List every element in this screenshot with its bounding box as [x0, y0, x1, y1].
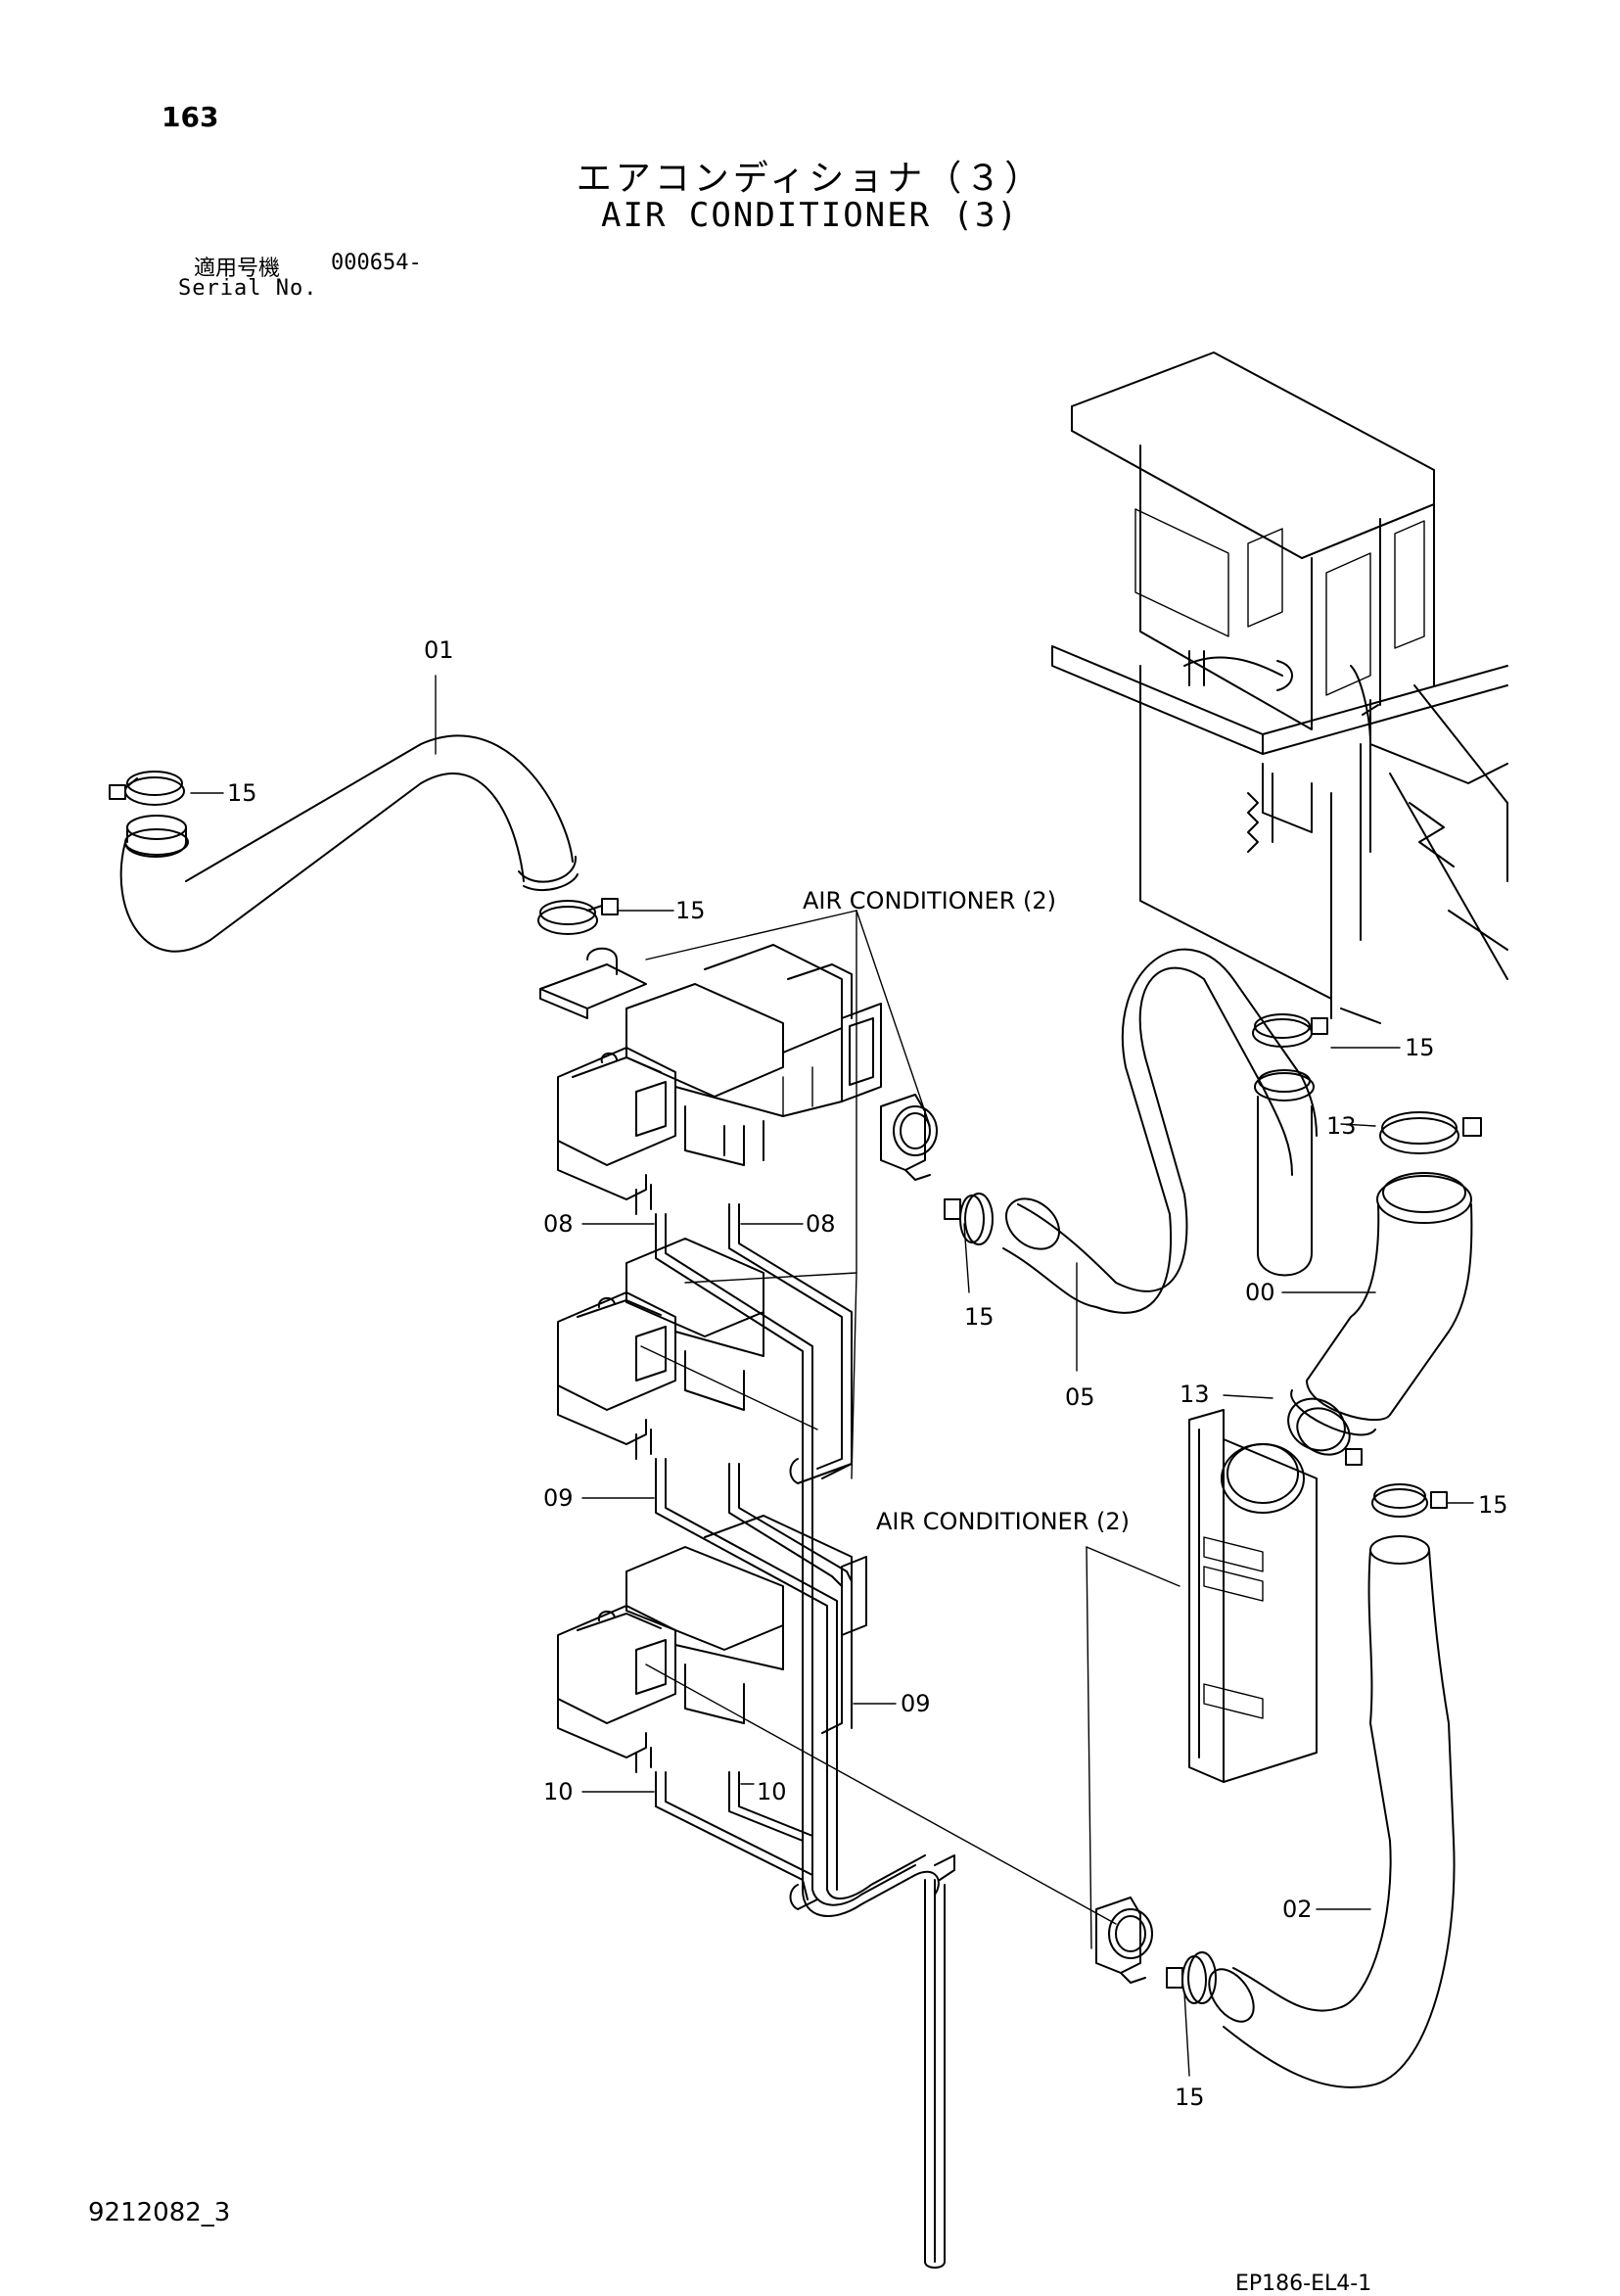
hose-clamp-a [109, 771, 185, 806]
document-code: EP186-EL4-1 [1235, 2272, 1372, 2296]
callout-05: 05 [1065, 1383, 1095, 1411]
title-english: AIR CONDITIONER (3) [601, 196, 1019, 235]
reference-air-conditioner-2-bottom: AIR CONDITIONER (2) [876, 1508, 1130, 1535]
callout-00: 00 [1245, 1279, 1275, 1306]
drain-tube-bundle [789, 1458, 955, 2269]
serial-label-english: Serial No. [178, 276, 318, 301]
callout-15-b: 15 [675, 897, 706, 924]
callout-15-c: 15 [1405, 1034, 1435, 1061]
hose-clamp-13-top [1379, 1111, 1482, 1154]
tube-08 [655, 1203, 853, 1891]
page-number: 163 [162, 101, 219, 133]
tube-10 [655, 1771, 813, 1900]
callout-13-b: 13 [1180, 1381, 1210, 1408]
duct-00 [1290, 1172, 1473, 1436]
ac-unit-top [539, 944, 882, 1215]
cab-illustration [1051, 351, 1508, 1024]
hose-clamp-b [537, 898, 619, 935]
title-japanese: エアコンディショナ（３） [576, 159, 1044, 199]
callout-15-a: 15 [227, 779, 257, 807]
callout-15-d: 15 [964, 1303, 995, 1331]
ac-unit-bottom [557, 1515, 867, 1773]
hose-05 [1002, 948, 1318, 1314]
hose-clamp-c [944, 1193, 994, 1245]
hose-clamp-d [1252, 1013, 1328, 1048]
reference-air-conditioner-2-top: AIR CONDITIONER (2) [803, 887, 1056, 914]
callout-01: 01 [424, 636, 454, 664]
hose-clamp-e [1371, 1483, 1448, 1518]
hose-01 [119, 734, 579, 953]
callout-10-left: 10 [543, 1778, 574, 1805]
drawing-number: 9212082_3 [88, 2198, 231, 2227]
serial-number-value: 000654- [331, 251, 422, 275]
callout-08-left: 08 [543, 1210, 574, 1238]
ac-duct-housing [1188, 1409, 1318, 1783]
callout-02: 02 [1282, 1896, 1313, 1923]
tube-09 [655, 1458, 853, 1891]
hose-02 [1208, 1535, 1456, 2088]
callout-10-right: 10 [757, 1778, 787, 1805]
callout-15-e: 15 [1478, 1491, 1508, 1519]
hose-clamp-13-bottom [1287, 1397, 1363, 1466]
callout-09-left: 09 [543, 1484, 574, 1512]
callout-15-f: 15 [1175, 2084, 1205, 2111]
callout-13-a: 13 [1326, 1112, 1357, 1140]
ac-unit-middle [557, 1238, 764, 1460]
leader-lines [190, 675, 1474, 2077]
callout-09-right: 09 [901, 1690, 931, 1717]
grommet-lower [1095, 1897, 1153, 1984]
callout-08-right: 08 [806, 1210, 836, 1238]
grommet-upper [880, 1094, 938, 1181]
hose-clamp-f [1166, 1951, 1217, 2004]
serial-label-japanese: 適用号機 [194, 257, 281, 281]
